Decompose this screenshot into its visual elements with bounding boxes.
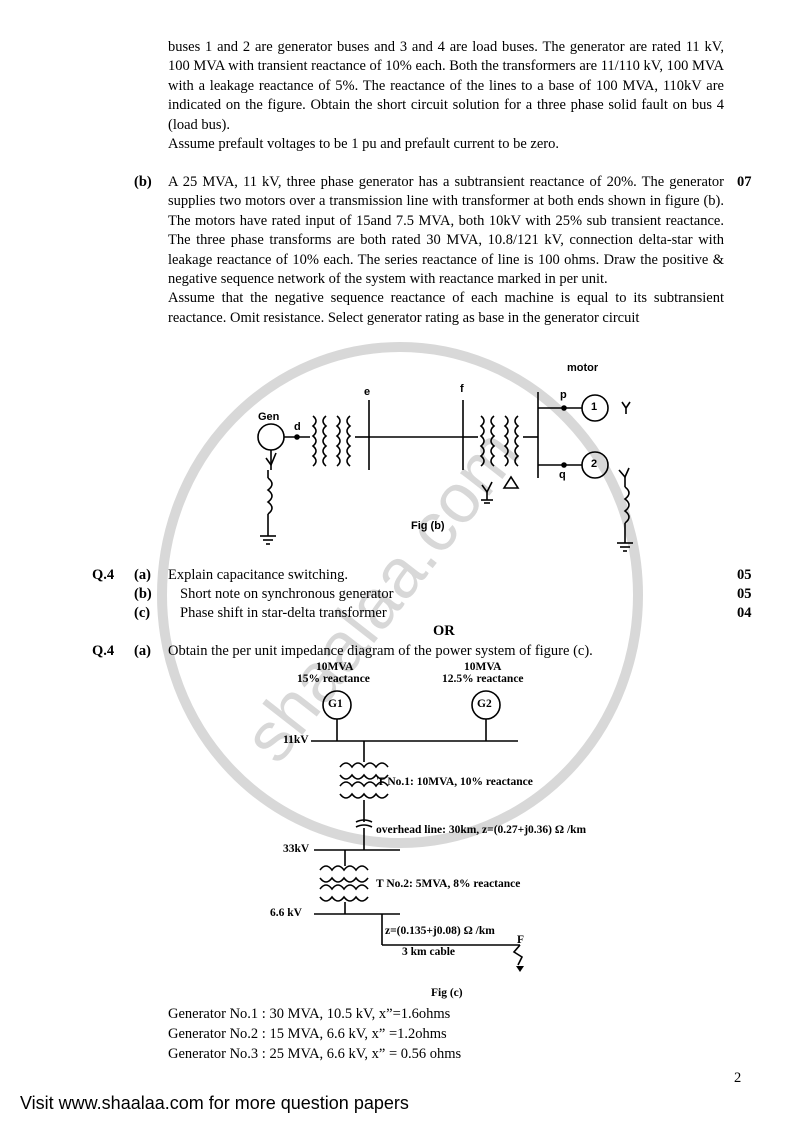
t2-label: T No.2: 5MVA, 8% reactance — [376, 878, 521, 890]
q4-alt-sub: (a) — [134, 643, 151, 659]
g1-rating: 10MVA — [316, 661, 354, 673]
generator-3: Generator No.3 : 25 MVA, 6.6 kV, x” = 0.… — [168, 1046, 462, 1062]
q4-alt-label: Q.4 — [92, 643, 115, 659]
bus-33kv: 33kV — [283, 843, 310, 855]
q4-c-marks: 04 — [737, 605, 752, 621]
footer-link[interactable]: Visit www.shaalaa.com for more question … — [20, 1093, 409, 1113]
fig-b-d-label: d — [294, 421, 301, 433]
bus-11kv: 11kV — [283, 734, 309, 746]
q4-label: Q.4 — [92, 567, 115, 583]
page-number: 2 — [734, 1070, 742, 1086]
fig-b-f-label: f — [460, 383, 464, 395]
q4-alt-text: Obtain the per unit impedance diagram of… — [168, 643, 593, 659]
q4-a-text: Explain capacitance switching. — [168, 567, 348, 583]
g2-rating: 10MVA — [464, 661, 502, 673]
generator-1: Generator No.1 : 30 MVA, 10.5 kV, x”=1.6… — [168, 1006, 451, 1022]
q4-b-label: (b) — [134, 586, 152, 602]
fig-b-q-label: q — [559, 469, 566, 481]
cable-impedance: z=(0.135+j0.08) Ω /km — [385, 925, 495, 937]
q4-b-text: Short note on synchronous generator — [180, 586, 394, 602]
q4-c-label: (c) — [134, 605, 151, 621]
q4-a-label: (a) — [134, 567, 151, 583]
g2-reactance: 12.5% reactance — [442, 673, 524, 685]
cable-label: 3 km cable — [402, 946, 456, 958]
fig-b-caption: Fig (b) — [411, 520, 445, 532]
q3b-text: A 25 MVA, 11 kV, three phase generator h… — [168, 174, 724, 326]
g1-symbol: G1 — [328, 698, 343, 710]
fig-c-caption: Fig (c) — [431, 987, 463, 999]
fault-label: F — [517, 934, 525, 946]
fig-b-p-label: p — [560, 389, 567, 401]
bus-6-6kv: 6.6 kV — [270, 907, 302, 919]
line-label: overhead line: 30km, z=(0.27+j0.36) Ω /k… — [376, 824, 587, 836]
generator-2: Generator No.2 : 15 MVA, 6.6 kV, x” =1.2… — [168, 1026, 447, 1042]
t1-label: T No.1: 10MVA, 10% reactance — [377, 776, 533, 788]
q3a-text: buses 1 and 2 are generator buses and 3 … — [168, 39, 724, 153]
q4-a-marks: 05 — [737, 567, 752, 583]
fig-b-motor2: 2 — [591, 458, 598, 470]
fig-b-gen-label: Gen — [258, 411, 280, 423]
fig-b-motor1: 1 — [591, 401, 598, 413]
fig-b-motor-label: motor — [567, 362, 599, 374]
q4-b-marks: 05 — [737, 586, 752, 602]
q3b-label: (b) — [134, 174, 152, 190]
or-divider: OR — [433, 623, 455, 639]
g2-symbol: G2 — [477, 698, 492, 710]
fig-b-e-label: e — [364, 386, 371, 398]
g1-reactance: 15% reactance — [297, 673, 370, 685]
q4-c-text: Phase shift in star-delta transformer — [180, 605, 387, 621]
q3b-marks: 07 — [737, 174, 752, 190]
